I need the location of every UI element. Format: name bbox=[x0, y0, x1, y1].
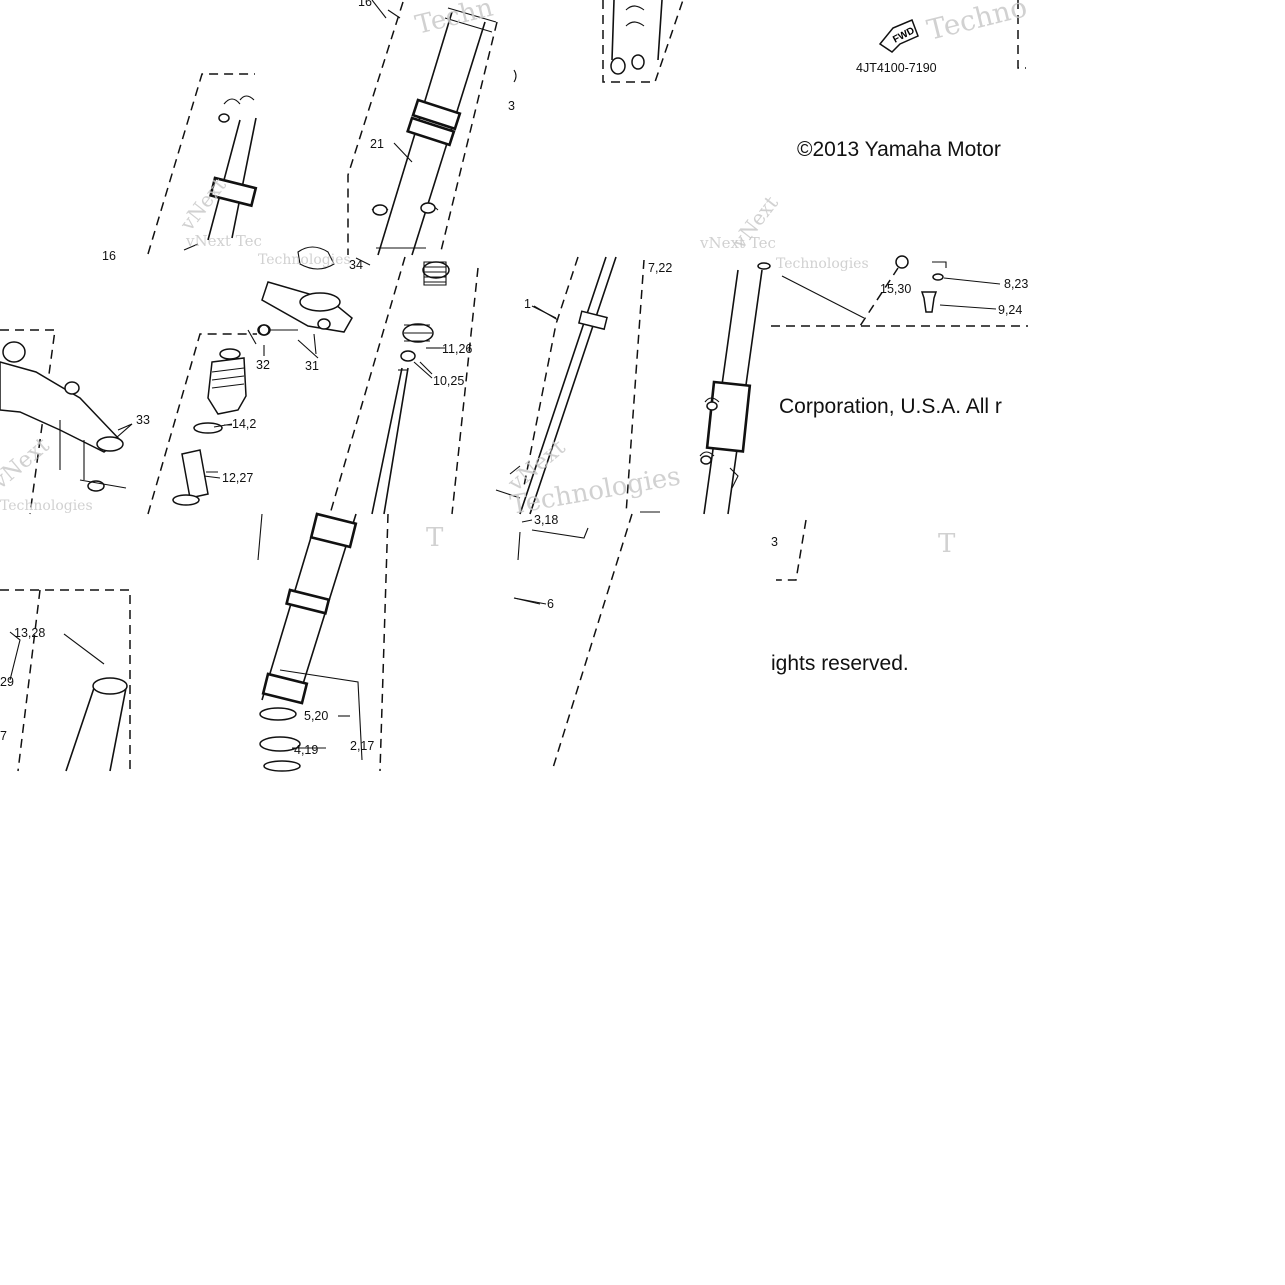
callout-29: 29 bbox=[0, 675, 14, 689]
copyright-line-3: ights reserved. bbox=[771, 652, 909, 675]
callout-11-26: 11,26 bbox=[442, 342, 472, 356]
lower-leg-tile bbox=[0, 513, 263, 772]
watermark-t-2: T bbox=[938, 529, 956, 559]
watermark-technologies-low-left: Technologies bbox=[0, 498, 93, 514]
callout-3-right: 3 bbox=[771, 535, 778, 549]
callout-7-22: 7,22 bbox=[648, 261, 672, 275]
watermark-vnext-diagonal: vNext bbox=[174, 173, 230, 236]
callout-7: 7 bbox=[0, 729, 7, 743]
callout-10-25: 10,25 bbox=[433, 374, 464, 388]
watermark-technologies-right: Technologies bbox=[776, 256, 869, 272]
callout-5-20: 5,20 bbox=[304, 709, 328, 723]
callout-15-30: 15,30 bbox=[880, 282, 911, 296]
upper-clamp-tile bbox=[513, 0, 684, 83]
watermark-technologies-mid: Technologies bbox=[258, 252, 351, 268]
callout-9-24: 9,24 bbox=[998, 303, 1022, 317]
watermarks: Techn Techno vNext Tec vNext Technologie… bbox=[0, 0, 1030, 559]
callout-16-left: 16 bbox=[102, 249, 116, 263]
callout-34: 34 bbox=[349, 258, 363, 272]
callout-31: 31 bbox=[305, 359, 319, 373]
steering-head-tile bbox=[147, 73, 258, 255]
inner-tube-tile bbox=[259, 512, 389, 772]
callout-3-18: 3,18 bbox=[534, 513, 558, 527]
watermark-techno: Techno bbox=[924, 0, 1031, 47]
callout-3-top: 3 bbox=[508, 99, 515, 113]
callout-1: 1 bbox=[524, 297, 531, 311]
callout-6: 6 bbox=[547, 597, 554, 611]
fwd-marker-tile: FWD 4JT4100-7190 ©2013 Yamaha Motor bbox=[797, 0, 1026, 161]
copyright-line-2: Corporation, U.S.A. All r bbox=[779, 395, 1002, 418]
small-parts-tile: Corporation, U.S.A. All r bbox=[771, 255, 1028, 418]
watermark-vnext-left: vNext Tec bbox=[185, 232, 262, 250]
callout-16-top: 16 bbox=[358, 0, 372, 9]
part-number: 4JT4100-7190 bbox=[856, 61, 937, 75]
callouts: 16 16 21 3 34 11,26 10,25 1 7,22 15,30 8… bbox=[0, 0, 1028, 757]
watermark-vnext-low-left: vNext bbox=[0, 433, 54, 495]
watermark-vnext-right: vNext Tec bbox=[699, 234, 776, 252]
outer-tube-tile bbox=[495, 256, 771, 515]
lower-outer-tile: ights reserved. bbox=[513, 513, 909, 772]
callout-8-23: 8,23 bbox=[1004, 277, 1028, 291]
damper-tube-tile bbox=[257, 246, 479, 515]
callout-12-27: 12,27 bbox=[222, 471, 253, 485]
bracket-tile bbox=[0, 324, 270, 515]
callout-2-17: 2,17 bbox=[350, 739, 374, 753]
copyright-line-1: ©2013 Yamaha Motor bbox=[797, 138, 1001, 161]
callout-21: 21 bbox=[370, 137, 384, 151]
watermark-t-1: T bbox=[426, 523, 444, 553]
upper-fork-tube-tile bbox=[347, 1, 498, 256]
callout-4-19: 4,19 bbox=[294, 743, 318, 757]
callout-13-28: 13,28 bbox=[14, 626, 45, 640]
callout-14: 14,2 bbox=[232, 417, 256, 431]
callout-32: 32 bbox=[256, 358, 270, 372]
callout-33: 33 bbox=[136, 413, 150, 427]
watermark-techn: Techn bbox=[412, 0, 496, 41]
